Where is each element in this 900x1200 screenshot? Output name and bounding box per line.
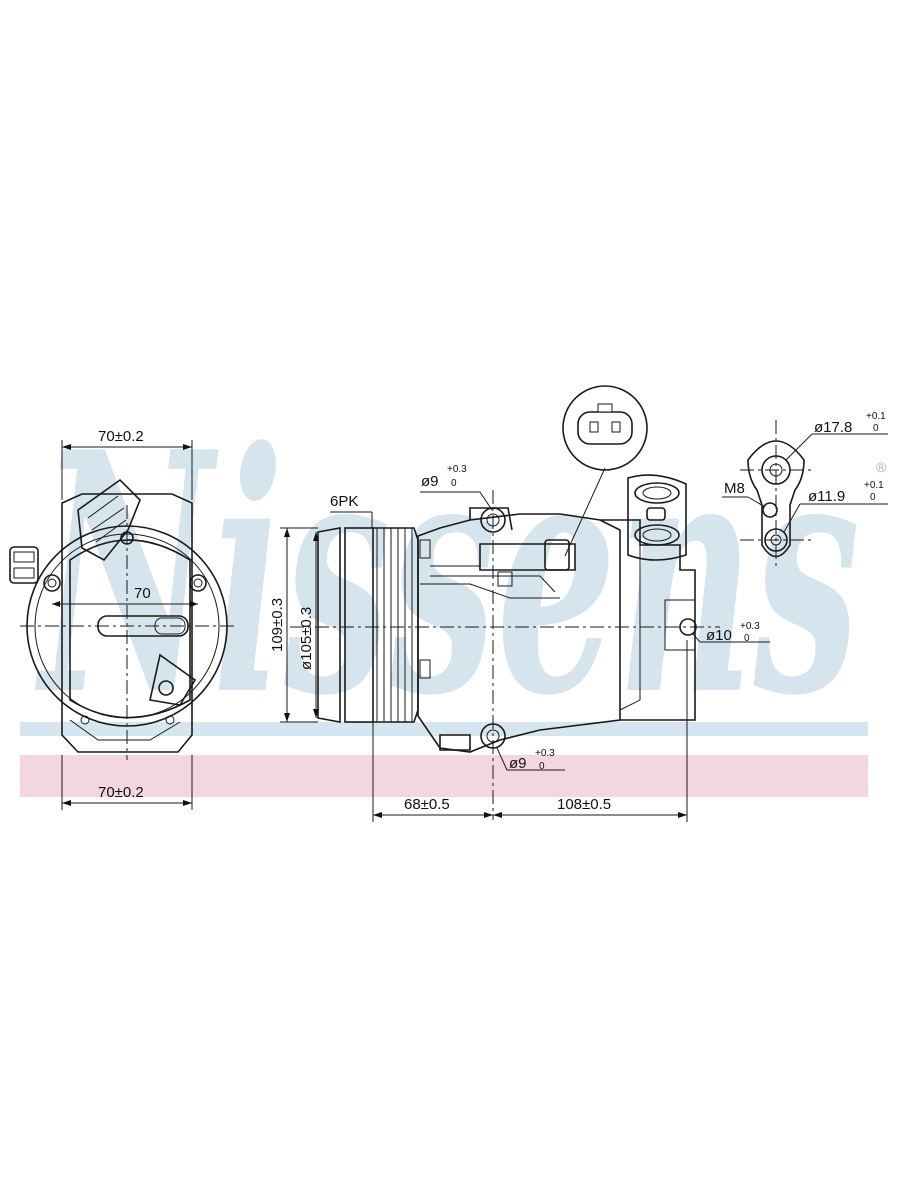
connector-detail — [562, 385, 648, 557]
registered-mark: ® — [876, 459, 887, 475]
watermark-logo: Nissens — [34, 380, 860, 768]
thread-size: M8 — [724, 480, 745, 497]
top-bolt-dia: ø9 — [421, 473, 439, 490]
pink-band — [20, 755, 868, 797]
rear-bolt-tol-upper: +0.3 — [740, 621, 760, 632]
front-inner-width: 70 — [134, 585, 151, 602]
rear-bolt-dia: ø10 — [706, 627, 732, 644]
large-port-tol-upper: +0.1 — [866, 411, 886, 422]
side-height-dim: 109±0.3 — [269, 598, 286, 652]
small-port-dia: ø11.9 — [808, 488, 845, 505]
small-port-tol-lower: 0 — [870, 492, 876, 503]
rear-bolt-tol-lower: 0 — [744, 633, 750, 644]
bottom-bolt-tol-upper: +0.3 — [535, 748, 555, 759]
length-rear: 108±0.5 — [557, 796, 611, 813]
length-front: 68±0.5 — [404, 796, 450, 813]
front-view: 70 70±0.2 70±0.2 — [9, 428, 238, 810]
top-bolt-tol-lower: 0 — [451, 478, 457, 489]
large-port-dia: ø17.8 — [814, 419, 852, 436]
port-detail: ø17.8 +0.1 0 ø11.9 +0.1 0 M8 — [722, 411, 888, 570]
blue-band — [20, 722, 868, 736]
bottom-bolt-dia: ø9 — [509, 755, 527, 772]
pulley-type-label: 6PK — [330, 493, 358, 510]
small-port-tol-upper: +0.1 — [864, 480, 884, 491]
side-view: 109±0.3 ø105±0.3 6PK ø9 +0.3 0 ø9 +0.3 0… — [269, 464, 770, 822]
front-top-width: 70±0.2 — [98, 428, 144, 445]
front-bottom-width: 70±0.2 — [98, 784, 144, 801]
bottom-bolt-tol-lower: 0 — [539, 761, 545, 772]
large-port-tol-lower: 0 — [873, 423, 879, 434]
top-bolt-tol-upper: +0.3 — [447, 464, 467, 475]
pulley-diameter: ø105±0.3 — [298, 607, 315, 670]
